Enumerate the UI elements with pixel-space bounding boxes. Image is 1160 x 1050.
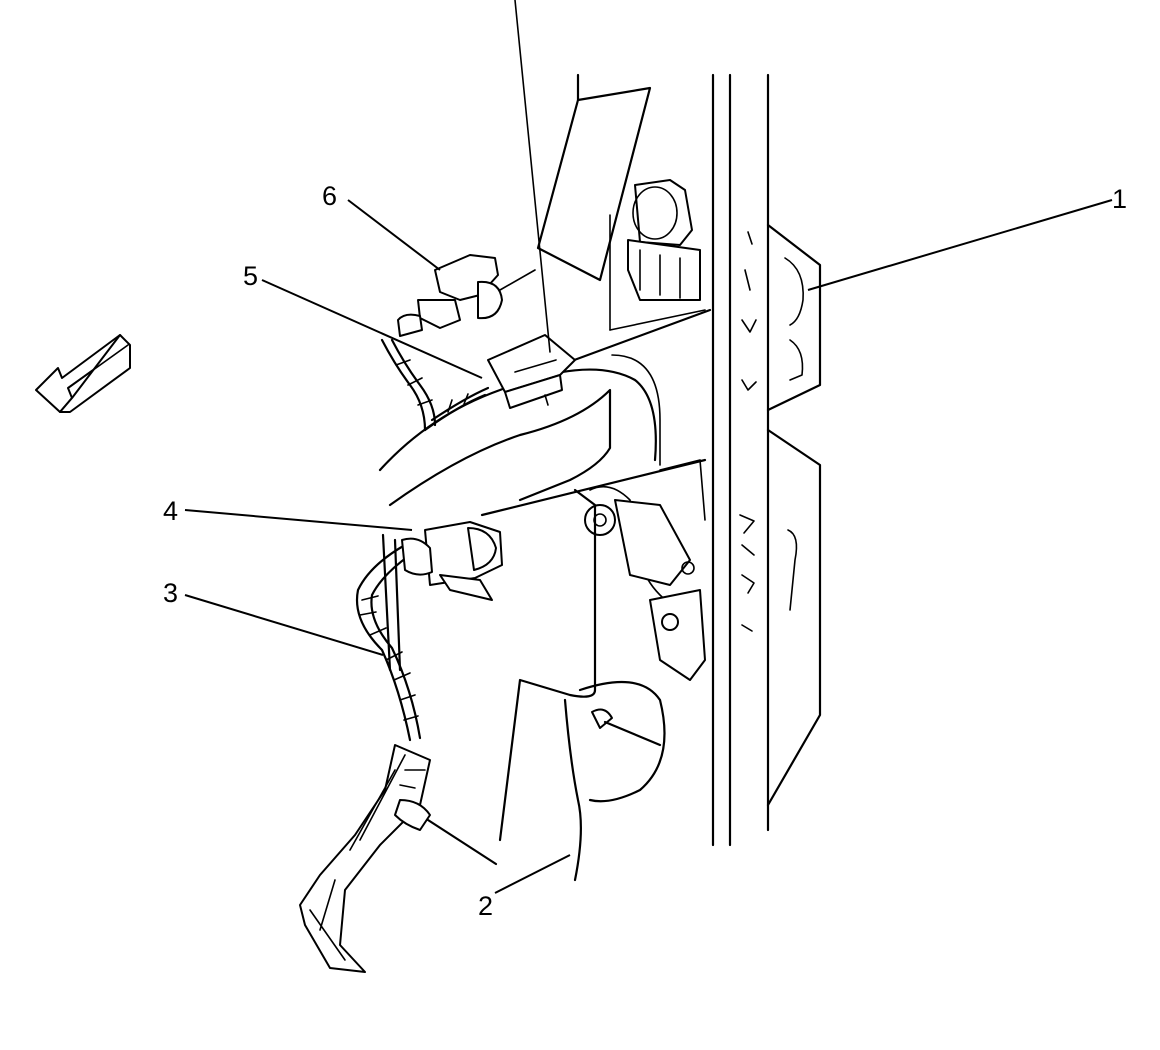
- leader-1: [807, 199, 1113, 291]
- lower-harness-bracket: [299, 744, 498, 973]
- leader-6: [347, 199, 441, 271]
- front-direction-arrow-icon: [35, 334, 131, 413]
- callout-5: 5: [243, 261, 258, 291]
- callout-1: 1: [1112, 184, 1127, 214]
- callout-leaders: [184, 199, 1113, 894]
- kick-panel: [563, 680, 666, 882]
- callout-6: 6: [322, 181, 337, 211]
- callout-4: 4: [163, 496, 178, 526]
- leader-3: [184, 594, 384, 656]
- connector-6: [397, 254, 536, 337]
- connector-5: [487, 0, 576, 409]
- callout-2: 2: [478, 891, 493, 921]
- pillar-panel: [711, 73, 822, 847]
- callout-3: 3: [163, 578, 178, 608]
- steering-column-bracket: [584, 179, 706, 681]
- wiring-harness: [356, 338, 490, 742]
- connector-4: [401, 521, 503, 601]
- upper-trim-panel: [536, 73, 652, 331]
- leader-5: [261, 279, 483, 379]
- leader-2: [494, 854, 571, 894]
- callout-labels: 1 2 3 4 5 6: [163, 181, 1127, 921]
- leader-4: [184, 509, 413, 531]
